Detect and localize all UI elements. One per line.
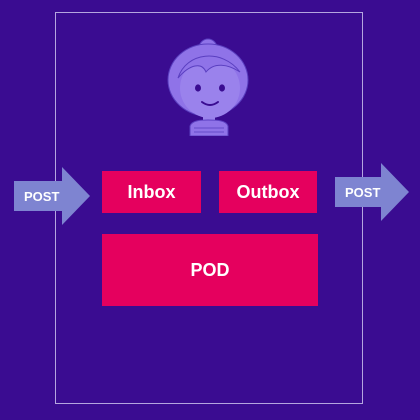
incoming-post-arrow: POST — [14, 167, 90, 225]
arrow-right-icon — [14, 167, 90, 225]
outbox-label: Outbox — [236, 181, 300, 202]
pod-label: POD — [190, 259, 230, 280]
outbox-box: Outbox — [219, 171, 317, 213]
arrow-right-icon — [335, 163, 409, 221]
incoming-post-label: POST — [24, 188, 60, 204]
outgoing-post-label: POST — [345, 184, 381, 200]
pod-box: POD — [102, 234, 318, 306]
inbox-label: Inbox — [127, 181, 176, 202]
inbox-box: Inbox — [102, 171, 201, 213]
person-avatar-icon — [167, 38, 249, 136]
outgoing-post-arrow: POST — [335, 163, 411, 221]
